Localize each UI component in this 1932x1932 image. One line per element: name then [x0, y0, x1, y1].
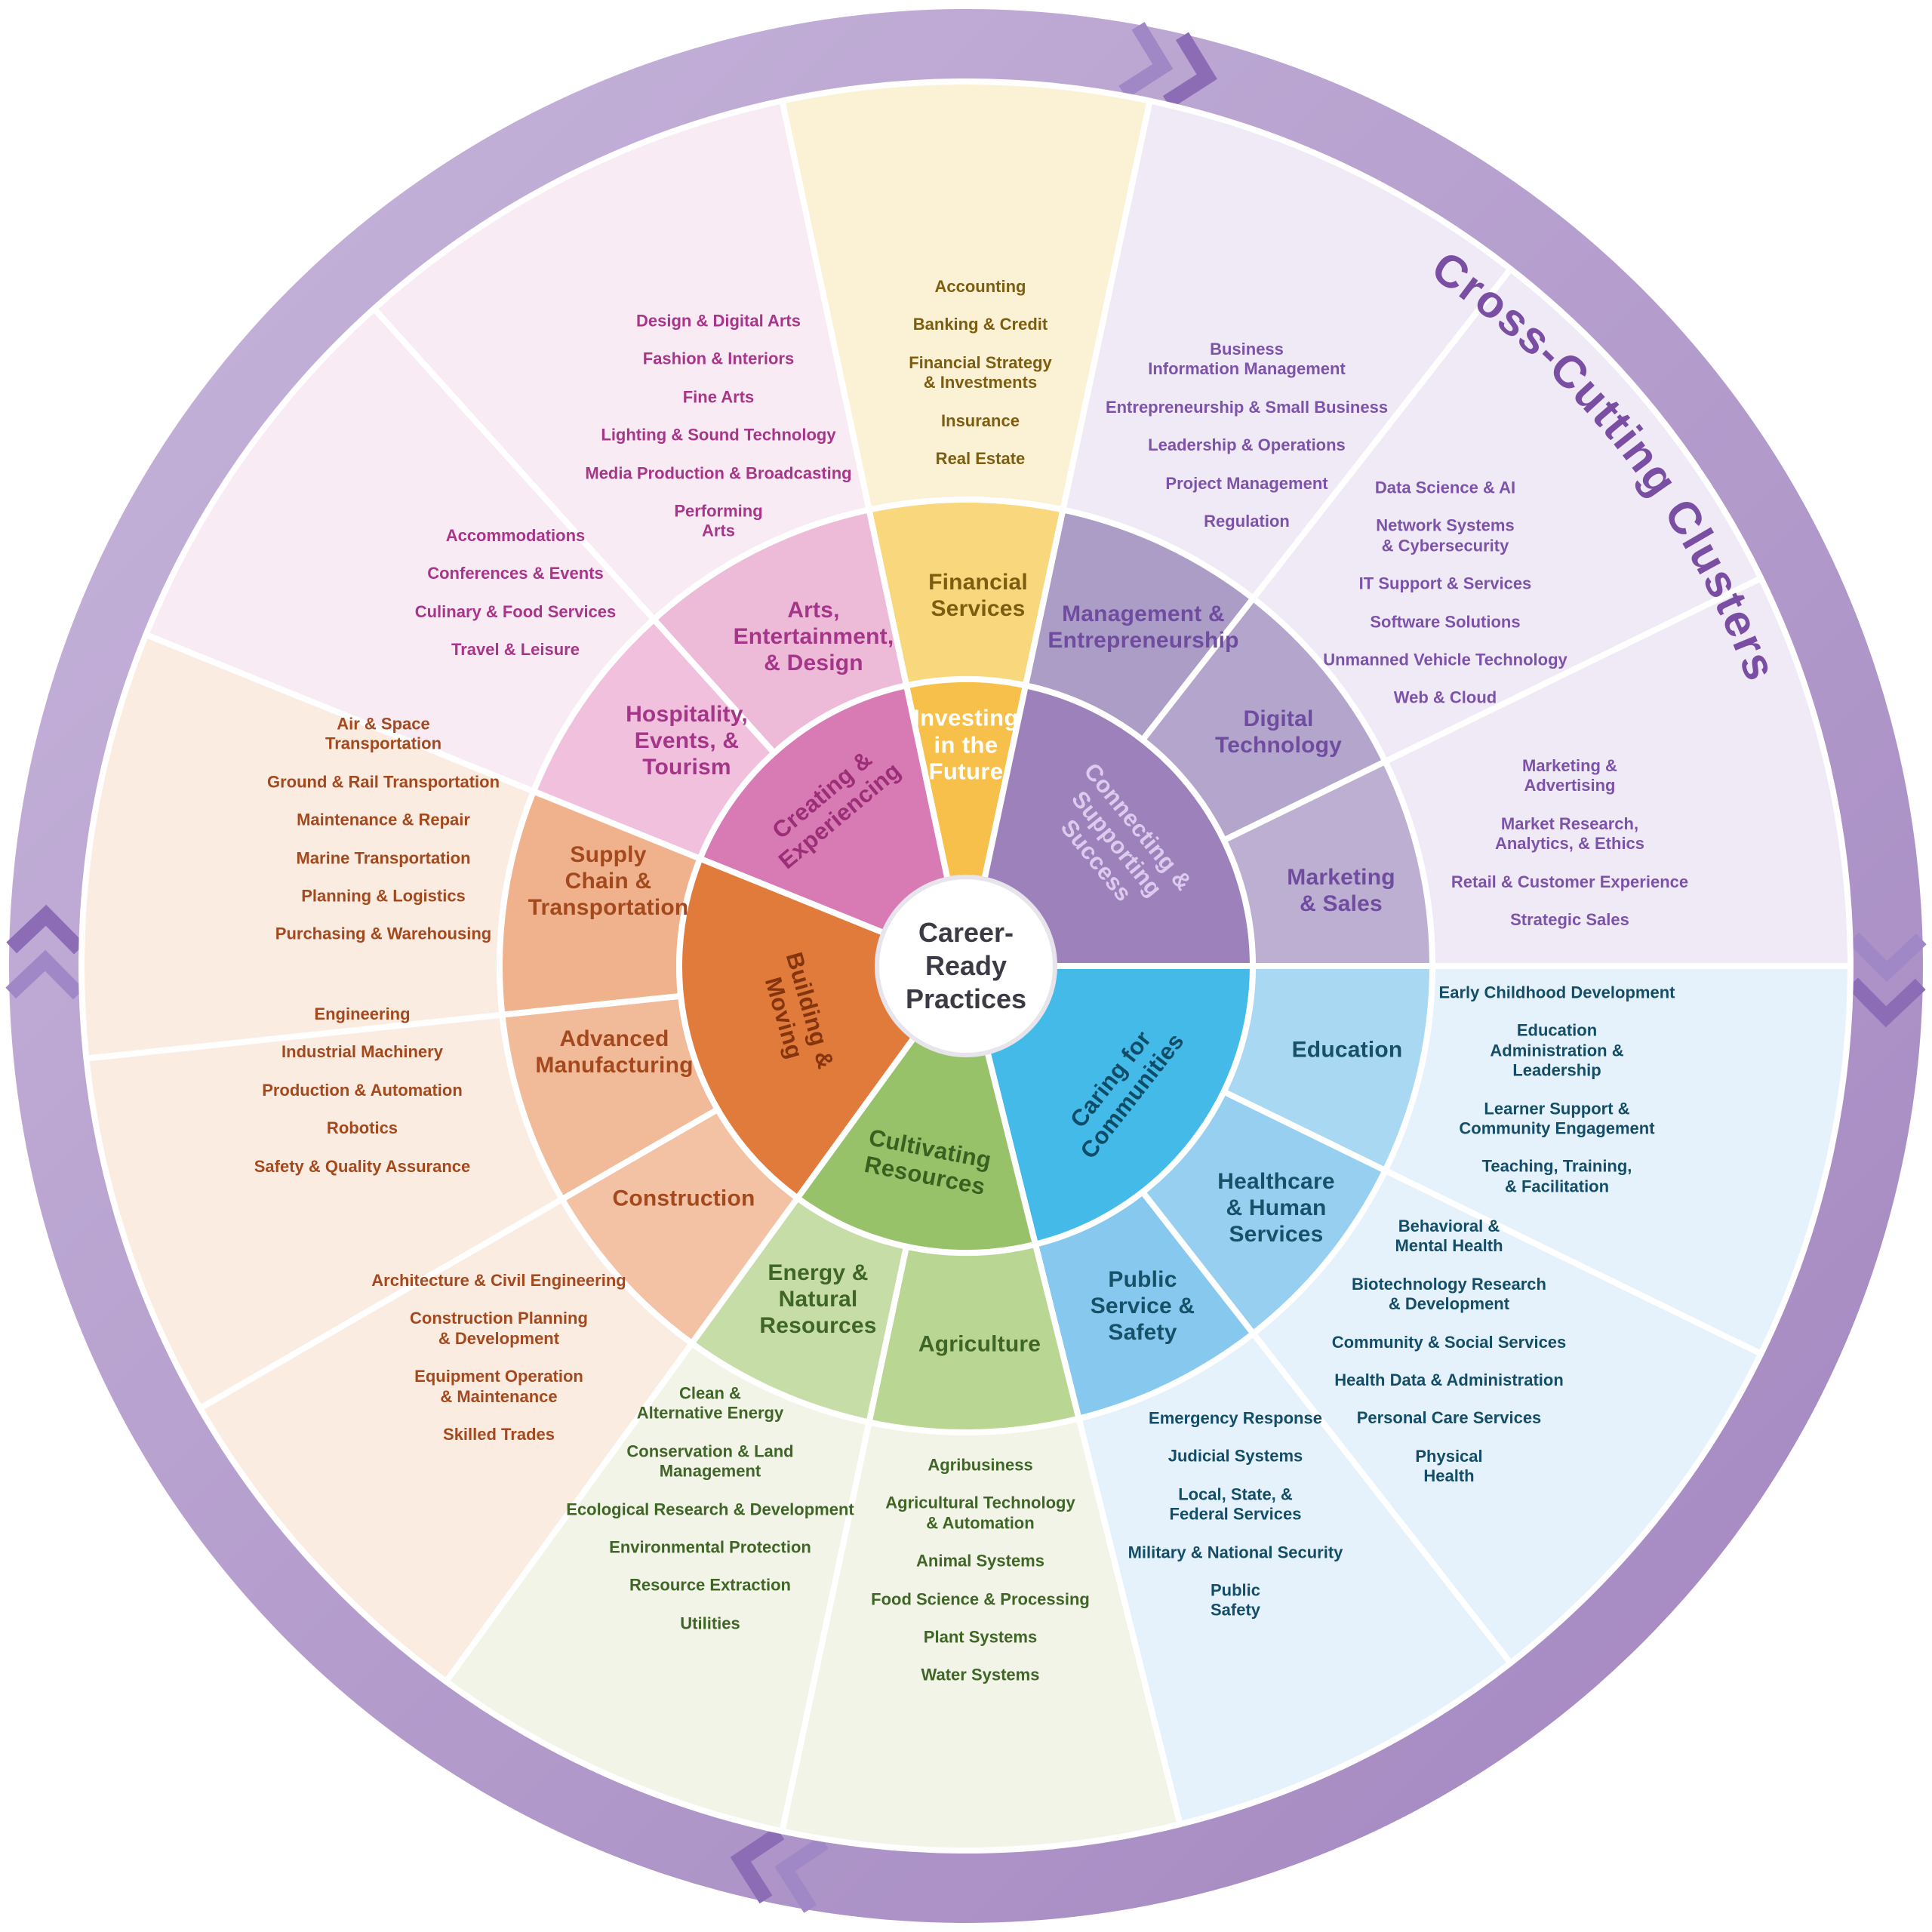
- chevron: [1847, 932, 1927, 1028]
- center-circle: [875, 875, 1057, 1057]
- cluster-groups-ring: [676, 676, 1256, 1256]
- clusters-ring: [497, 497, 1435, 1435]
- chevron-arrows: [5, 22, 1927, 1913]
- industries-ring: [78, 78, 1854, 1854]
- chevron: [1118, 22, 1217, 109]
- chevron: [730, 1826, 829, 1913]
- chevron: [5, 904, 85, 1000]
